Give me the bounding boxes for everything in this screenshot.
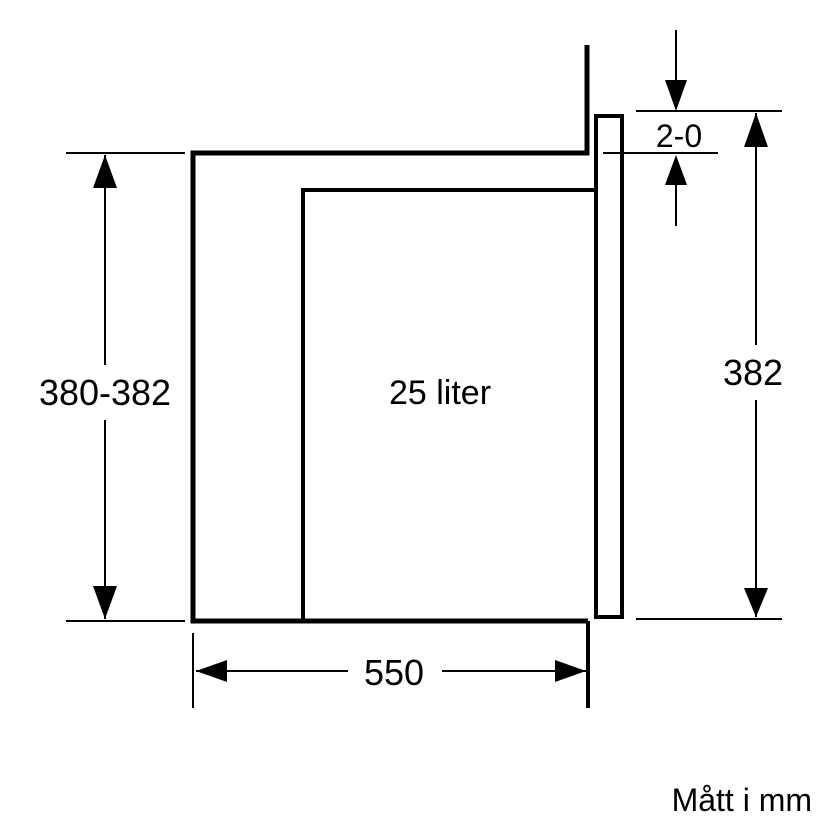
depth-label: 550 (364, 652, 424, 693)
units-note: Mått i mm (672, 782, 812, 818)
front-offset-label: 2-0 (656, 118, 702, 154)
dimension-front-offset (603, 30, 718, 226)
cavity-volume-label: 25 liter (389, 374, 491, 412)
niche-outline (190, 45, 590, 624)
niche-height-label: 380-382 (39, 372, 171, 413)
dimension-depth (192, 633, 586, 708)
appliance-height-label: 382 (723, 352, 783, 393)
dimension-niche-height (66, 152, 185, 622)
front-panel (594, 114, 624, 619)
cavity-outline (301, 188, 594, 619)
dimension-appliance-height (636, 110, 782, 620)
